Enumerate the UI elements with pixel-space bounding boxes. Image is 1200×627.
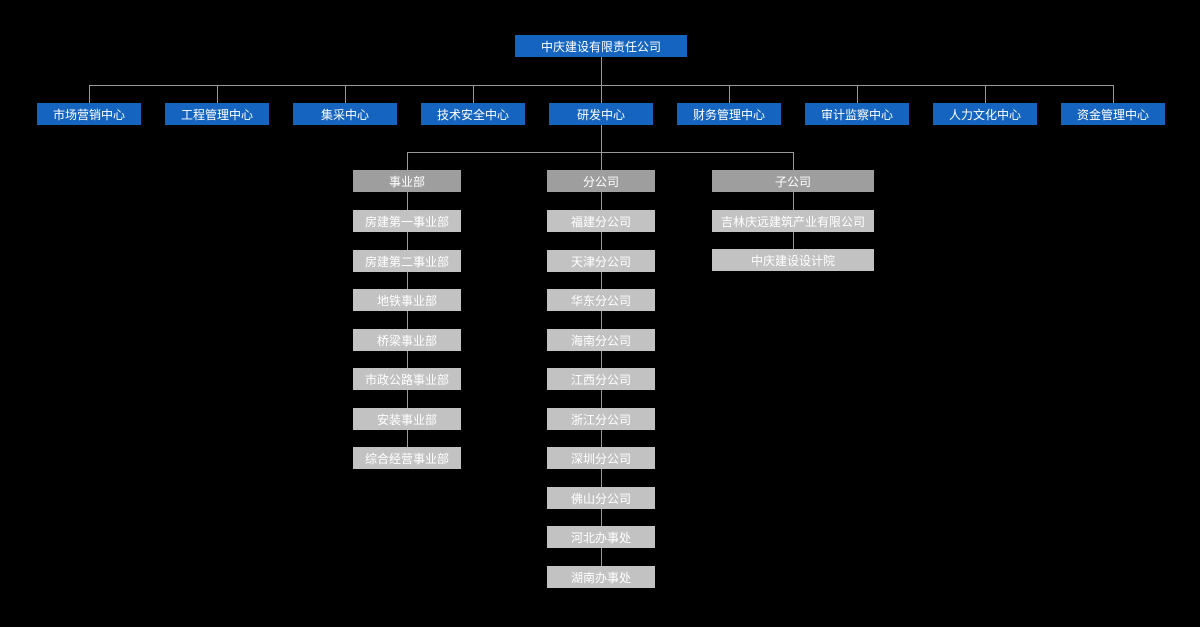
center-node-audit: 审计监察中心 [805, 103, 909, 125]
connector-spine-group-1 [407, 192, 408, 447]
connector-stub-group-2 [601, 152, 602, 170]
connector-stub-center-2 [217, 85, 218, 103]
connector-stub-center-9 [1113, 85, 1114, 103]
connector-stub-group-1 [407, 152, 408, 170]
branch-node-2: 天津分公司 [547, 250, 655, 272]
group-header-branches: 分公司 [547, 170, 655, 192]
connector-stub-center-6 [729, 85, 730, 103]
branch-node-5: 江西分公司 [547, 368, 655, 390]
center-node-rnd: 研发中心 [549, 103, 653, 125]
subsidiary-node-2: 中庆建设设计院 [712, 249, 874, 271]
connector-stub-center-8 [985, 85, 986, 103]
group-header-divisions: 事业部 [353, 170, 461, 192]
center-node-marketing: 市场营销中心 [37, 103, 141, 125]
connector-rnd-to-bus2 [601, 125, 602, 152]
connector-root-to-bus1 [601, 57, 602, 85]
connector-stub-center-3 [345, 85, 346, 103]
center-node-hr-culture: 人力文化中心 [933, 103, 1037, 125]
branch-node-3: 华东分公司 [547, 289, 655, 311]
division-node-3: 地铁事业部 [353, 289, 461, 311]
division-node-1: 房建第一事业部 [353, 210, 461, 232]
division-node-7: 综合经营事业部 [353, 447, 461, 469]
division-node-4: 桥梁事业部 [353, 329, 461, 351]
connector-stub-center-7 [857, 85, 858, 103]
center-node-tech-safety: 技术安全中心 [421, 103, 525, 125]
branch-node-4: 海南分公司 [547, 329, 655, 351]
branch-node-1: 福建分公司 [547, 210, 655, 232]
center-node-engineering: 工程管理中心 [165, 103, 269, 125]
branch-node-7: 深圳分公司 [547, 447, 655, 469]
connector-bus2 [407, 152, 793, 153]
center-node-capital: 资金管理中心 [1061, 103, 1165, 125]
branch-node-6: 浙江分公司 [547, 408, 655, 430]
branch-node-8: 佛山分公司 [547, 487, 655, 509]
connector-stub-center-4 [473, 85, 474, 103]
branch-node-10: 湖南办事处 [547, 566, 655, 588]
root-node: 中庆建设有限责任公司 [515, 35, 687, 57]
center-node-procurement: 集采中心 [293, 103, 397, 125]
group-header-subsidiaries: 子公司 [712, 170, 874, 192]
division-node-6: 安装事业部 [353, 408, 461, 430]
subsidiary-node-1: 吉林庆远建筑产业有限公司 [712, 210, 874, 232]
division-node-2: 房建第二事业部 [353, 250, 461, 272]
center-node-finance: 财务管理中心 [677, 103, 781, 125]
connector-stub-group-3 [793, 152, 794, 170]
division-node-5: 市政公路事业部 [353, 368, 461, 390]
connector-stub-center-1 [89, 85, 90, 103]
connector-stub-center-5 [601, 85, 602, 103]
branch-node-9: 河北办事处 [547, 526, 655, 548]
